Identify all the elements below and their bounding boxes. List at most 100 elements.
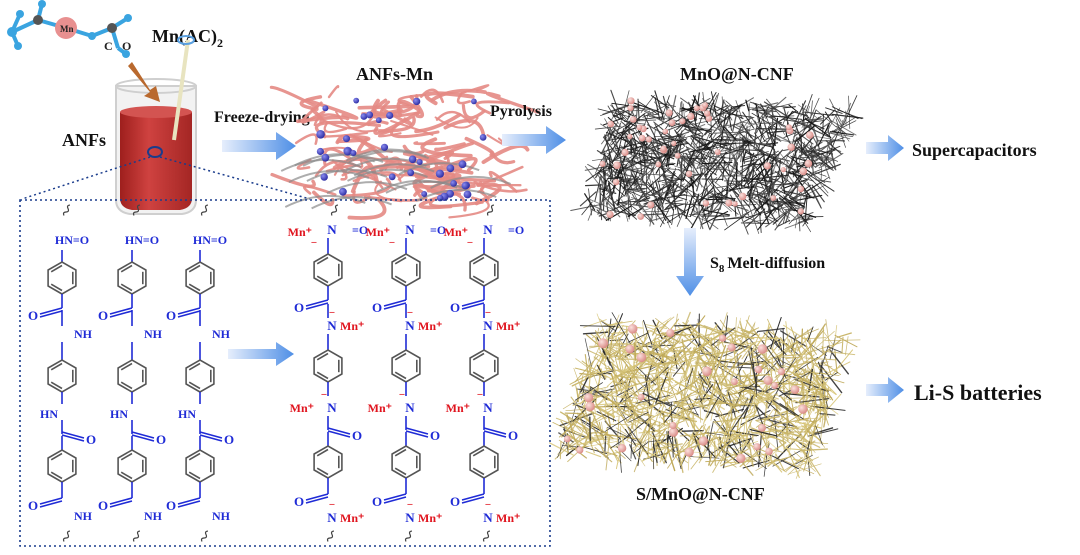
fiber-strand: [753, 178, 779, 199]
benzene-ring: [117, 359, 147, 393]
fiber-strand: [552, 421, 582, 437]
nanoparticle: [471, 98, 477, 105]
fiber-strand: [725, 185, 755, 191]
fiber-strand: [653, 201, 658, 221]
fiber-strand: [678, 311, 691, 342]
fiber-strand: [620, 170, 627, 197]
fiber-strand: [660, 203, 685, 212]
fiber-strand: [643, 319, 653, 346]
nanoparticle: [806, 131, 814, 139]
fiber-strand: [738, 131, 751, 145]
fiber-strand: [805, 441, 810, 457]
fiber-strand: [735, 100, 743, 119]
fiber-strand: [637, 98, 640, 121]
nanoparticle: [479, 134, 487, 141]
fiber-strand: [704, 153, 718, 180]
fiber-strand: [802, 215, 810, 227]
fiber-strand: [662, 174, 688, 194]
fiber-strand: [749, 333, 760, 357]
fiber-strand: [747, 452, 753, 467]
nanoparticle: [777, 368, 786, 376]
fiber-strand: [475, 100, 511, 115]
fiber-strand: [791, 171, 811, 198]
fiber-strand: [610, 434, 632, 449]
chain-continuation: [62, 530, 71, 542]
fiber-strand: [836, 332, 852, 338]
chem-atom-label: −: [329, 499, 335, 511]
fiber-strand: [744, 215, 761, 224]
fiber-strand: [829, 119, 857, 136]
fiber-strand: [765, 140, 776, 165]
nanoparticle: [637, 393, 645, 401]
fiber-strand: [799, 448, 828, 452]
carbonyl-bond: [109, 307, 133, 315]
fiber-strand: [782, 106, 796, 109]
fiber-strand: [754, 128, 757, 145]
fiber-strand: [788, 211, 801, 225]
fiber-strand: [773, 393, 798, 404]
fiber-strand: [424, 157, 478, 177]
chem-atom-label: NH: [74, 327, 93, 341]
fiber-strand: [390, 119, 434, 136]
fiber-strand: [739, 148, 764, 152]
fiber-strand: [651, 427, 666, 437]
fiber-strand: [653, 348, 661, 363]
fiber-strand: [755, 103, 762, 130]
fiber-strand: [792, 111, 808, 117]
fiber-strand: [660, 379, 691, 390]
fiber-strand: [613, 325, 624, 342]
fiber-strand: [658, 403, 675, 416]
fiber-strand: [594, 321, 622, 340]
carbonyl-bond: [177, 497, 201, 505]
nanoparticle: [771, 382, 779, 389]
fiber-strand: [741, 450, 767, 469]
fiber-strand: [812, 378, 837, 395]
fiber-strand: [644, 110, 673, 128]
fiber-strand: [719, 360, 755, 366]
fiber-strand: [350, 165, 376, 194]
fiber-strand: [746, 160, 758, 183]
double-bond: [50, 264, 63, 273]
fiber-strand: [610, 373, 618, 394]
fiber-strand: [642, 450, 667, 461]
fiber-strand: [693, 123, 706, 130]
fiber-strand: [815, 179, 832, 183]
nanoparticle: [375, 117, 382, 124]
nanoparticle: [671, 140, 677, 146]
fiber-strand: [710, 109, 712, 140]
nanoparticle: [719, 334, 727, 342]
nanoparticle: [738, 192, 747, 201]
fiber-strand: [826, 107, 841, 134]
fiber-strand: [690, 364, 706, 367]
chain-continuation: [404, 530, 413, 542]
fiber-strand: [671, 338, 697, 344]
fiber-strand: [604, 451, 618, 457]
nanoparticle: [320, 173, 328, 181]
fiber-strand: [607, 321, 623, 327]
benzene-ring: [469, 349, 499, 383]
fiber-strand: [599, 105, 629, 117]
chain-continuation: [200, 204, 209, 216]
fiber-strand: [778, 377, 791, 391]
fiber-strand: [765, 400, 781, 414]
nanoparticle: [702, 102, 709, 109]
fiber-strand: [627, 207, 643, 217]
fiber-strand: [603, 122, 630, 138]
fiber-strand: [736, 125, 750, 131]
chem-atom-label: =O: [508, 223, 524, 237]
fiber-strand: [488, 170, 518, 193]
chem-atom-label: O: [156, 432, 166, 447]
fiber-strand: [660, 95, 670, 121]
fiber-strand: [676, 130, 683, 153]
fiber-strand: [750, 115, 766, 138]
carbonyl-bond: [405, 430, 429, 438]
fiber-strand: [632, 133, 638, 151]
chem-atom-label: HN: [110, 407, 128, 421]
fiber-strand: [829, 132, 851, 140]
fiber-strand: [566, 414, 576, 442]
fiber-strand: [776, 134, 791, 143]
fiber-strand: [719, 451, 727, 465]
fiber-strand: [778, 390, 791, 397]
fiber-strand: [680, 158, 699, 165]
fiber-strand: [733, 149, 739, 167]
